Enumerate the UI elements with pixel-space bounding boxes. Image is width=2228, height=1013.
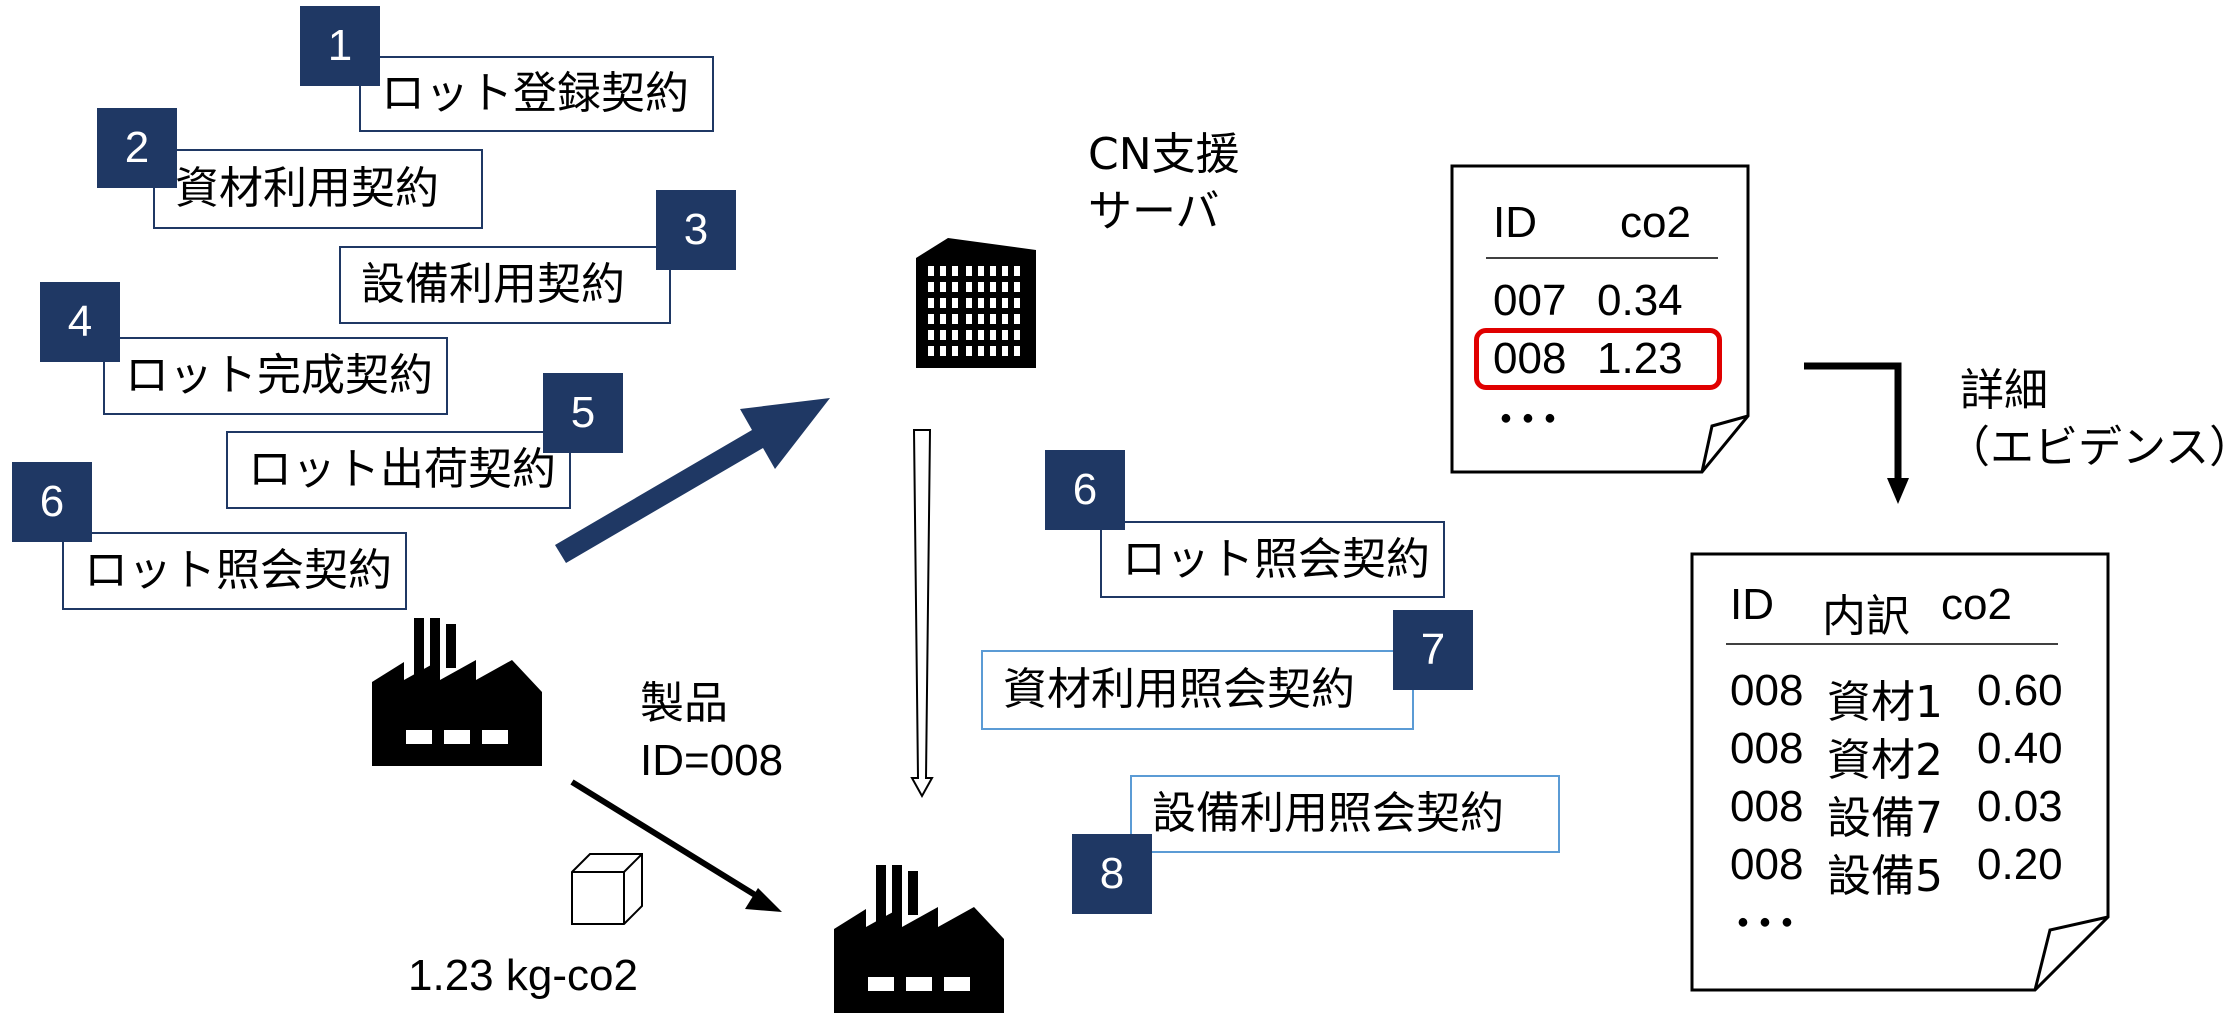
contract-label: ロット登録契約 bbox=[381, 68, 689, 119]
emission-value: 1.23 kg-co2 bbox=[408, 951, 638, 1000]
factory-icon-source bbox=[372, 618, 542, 766]
detail-row-co2: 0.40 bbox=[1977, 724, 2063, 773]
detail-row-id: 008 bbox=[1730, 840, 1804, 889]
contract-label: 設備利用契約 bbox=[361, 259, 625, 310]
detail-row-item: 資材1 bbox=[1827, 677, 1943, 728]
detail-label: 詳細 （エビデンス） bbox=[1946, 362, 2228, 476]
detail-row-co2: 0.60 bbox=[1977, 666, 2063, 715]
summary-document-icon bbox=[1450, 164, 1750, 474]
summary-row-007-co2: 0.34 bbox=[1597, 276, 1683, 325]
summary-highlight bbox=[1474, 328, 1722, 390]
detail-document-icon bbox=[1690, 552, 2110, 992]
contract-label: 設備利用照会契約 bbox=[1152, 788, 1504, 839]
contract-label: ロット完成契約 bbox=[125, 350, 433, 401]
detail-row-id: 008 bbox=[1730, 724, 1804, 773]
detail-row-co2: 0.03 bbox=[1977, 782, 2063, 831]
server-label: CN支援 サーバ bbox=[1088, 126, 1240, 240]
contract-lot-registration: ロット登録契約 bbox=[359, 56, 714, 132]
step-badge-5: 5 bbox=[543, 373, 623, 453]
contract-lot-inquiry-right: ロット照会契約 bbox=[1100, 521, 1445, 598]
step-badge-6-left: 6 bbox=[12, 462, 92, 542]
step-badge-6-right: 6 bbox=[1045, 450, 1125, 530]
detail-header-breakdown: 内訳 bbox=[1822, 591, 1910, 642]
summary-row-008-co2: 1.23 bbox=[1597, 334, 1683, 383]
summary-header-id: ID bbox=[1493, 198, 1537, 247]
contract-equipment-use: 設備利用契約 bbox=[339, 246, 671, 324]
detail-header-id: ID bbox=[1730, 580, 1774, 629]
step-badge-4: 4 bbox=[40, 282, 120, 362]
contract-material-use: 資材利用契約 bbox=[153, 149, 483, 229]
office-building-icon bbox=[916, 238, 1036, 368]
contract-lot-shipment: ロット出荷契約 bbox=[226, 431, 571, 509]
summary-row-007-id: 007 bbox=[1493, 276, 1567, 325]
detail-row-id: 008 bbox=[1730, 782, 1804, 831]
contract-label: ロット出荷契約 bbox=[248, 444, 556, 495]
detail-row-co2: 0.20 bbox=[1977, 840, 2063, 889]
step-badge-2: 2 bbox=[97, 108, 177, 188]
factory-icon-destination bbox=[834, 865, 1004, 1013]
product-label-line2: ID=008 bbox=[640, 736, 784, 786]
summary-row-008-id: 008 bbox=[1493, 334, 1567, 383]
contract-lot-inquiry-left: ロット照会契約 bbox=[62, 532, 407, 610]
server-label-line2: サーバ bbox=[1088, 186, 1220, 238]
contract-label: 資材利用照会契約 bbox=[1003, 664, 1355, 715]
step-badge-1: 1 bbox=[300, 6, 380, 86]
summary-ellipsis: ･･･ bbox=[1495, 396, 1561, 445]
detail-label-line1: 詳細 bbox=[1960, 365, 2048, 416]
detail-header-co2: co2 bbox=[1941, 580, 2012, 629]
detail-label-line2: （エビデンス） bbox=[1946, 422, 2228, 474]
step-badge-7: 7 bbox=[1393, 610, 1473, 690]
detail-row-id: 008 bbox=[1730, 666, 1804, 715]
contract-material-use-inquiry: 資材利用照会契約 bbox=[981, 650, 1414, 730]
product-box-icon bbox=[571, 853, 643, 925]
product-label: 製品 ID=008 bbox=[640, 675, 783, 789]
contract-lot-completion: ロット完成契約 bbox=[103, 337, 448, 415]
step-badge-3: 3 bbox=[656, 190, 736, 270]
step-badge-8: 8 bbox=[1072, 834, 1152, 914]
summary-header-co2: co2 bbox=[1620, 198, 1691, 247]
product-label-line1: 製品 bbox=[640, 678, 728, 729]
detail-row-item: 資材2 bbox=[1827, 735, 1943, 786]
contract-label: ロット照会契約 bbox=[84, 545, 392, 596]
contract-label: ロット照会契約 bbox=[1122, 533, 1430, 585]
server-label-line1: CN支援 bbox=[1088, 129, 1240, 180]
detail-row-item: 設備5 bbox=[1827, 851, 1943, 902]
contract-equipment-use-inquiry: 設備利用照会契約 bbox=[1130, 775, 1560, 853]
contract-label: 資材利用契約 bbox=[175, 163, 439, 214]
detail-row-item: 設備7 bbox=[1827, 793, 1943, 844]
detail-ellipsis: ･･･ bbox=[1732, 900, 1798, 949]
